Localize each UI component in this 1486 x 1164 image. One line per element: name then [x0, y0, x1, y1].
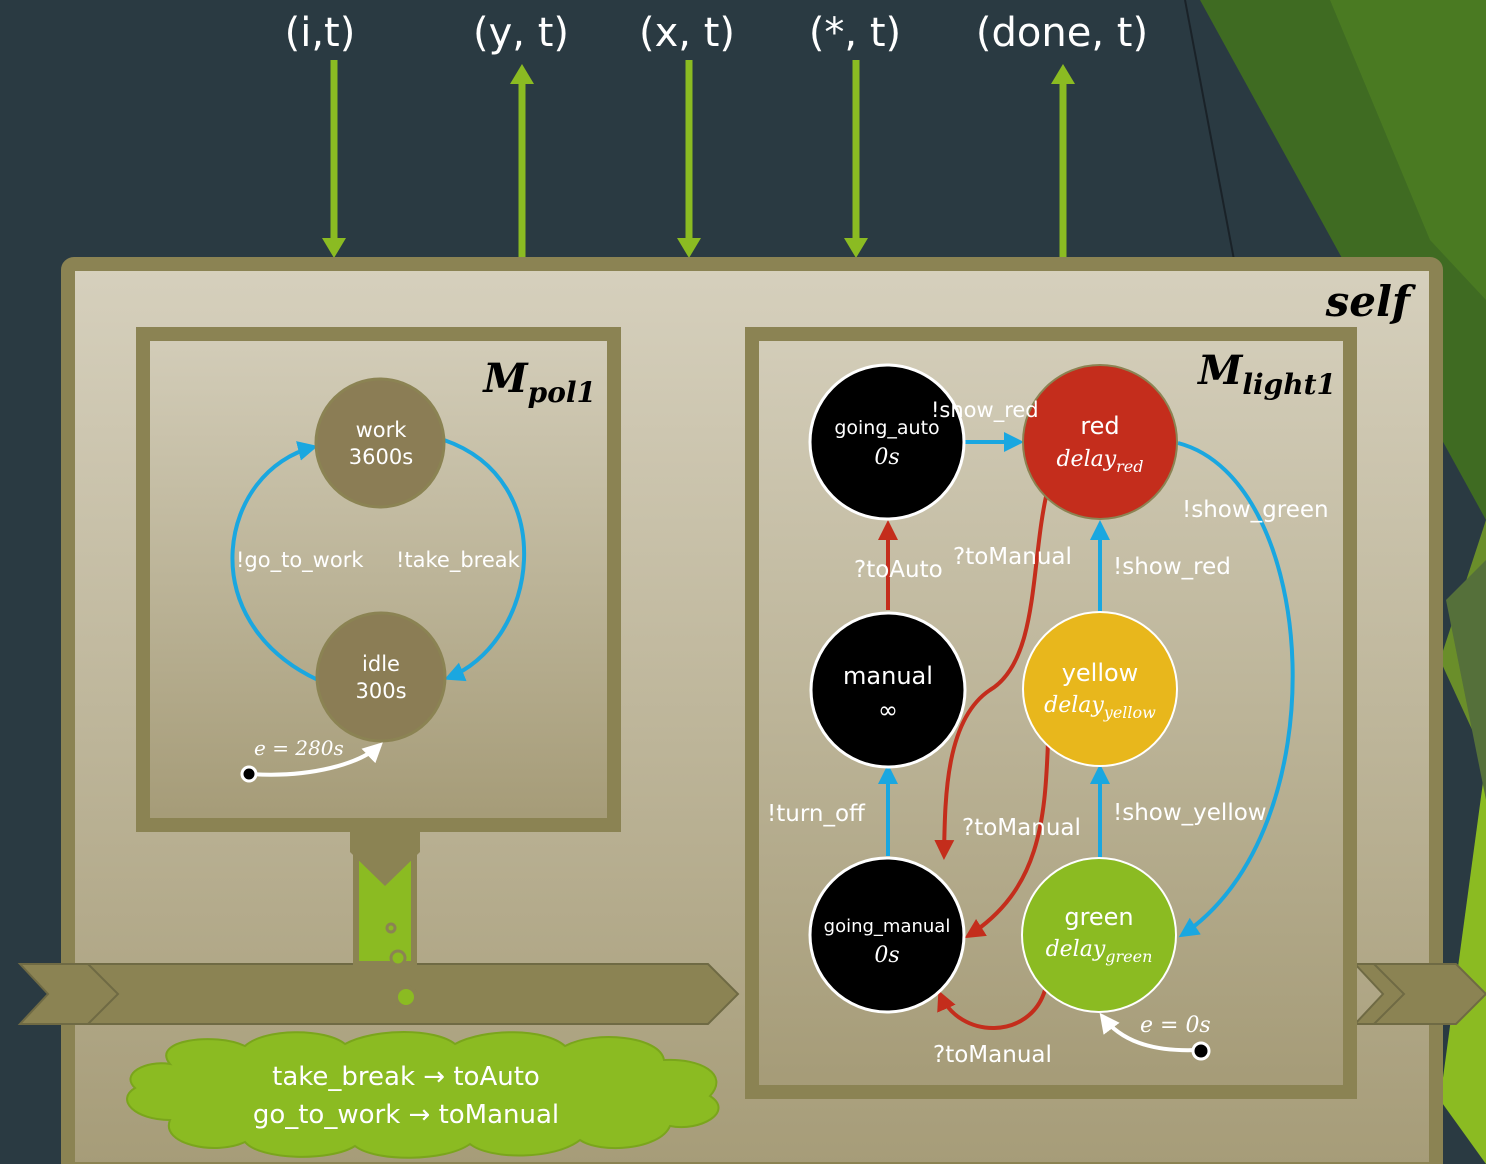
port-arrows: [322, 60, 1075, 260]
svg-text:work: work: [356, 418, 408, 442]
svg-text:300s: 300s: [355, 679, 406, 703]
state-manual: manual ∞: [809, 611, 967, 769]
label-show-green: !show_green: [1182, 497, 1329, 523]
pol-initial-arrow: [249, 742, 383, 777]
state-idle: idle 300s: [315, 611, 447, 743]
transition-green-going-manual: [937, 989, 1047, 1030]
port-label-done: (done, t): [976, 10, 1148, 56]
svg-text:idle: idle: [362, 652, 400, 676]
transition-go-to-work: [230, 441, 319, 682]
mapping-line-2: go_to_work → toManual: [253, 1100, 559, 1130]
m-pol-title: Mpol1: [481, 355, 596, 409]
pol-initial-label: e = 280s: [254, 736, 344, 760]
state-green: green delaygreen: [1021, 857, 1177, 1013]
m-light-title: Mlight1: [1196, 347, 1336, 401]
state-yellow: yellow delayyellow: [1022, 611, 1178, 767]
port-label-i: (i,t): [285, 10, 356, 56]
label-to-manual-yellow: ?toManual: [962, 815, 1081, 841]
label-take-break: !take_break: [396, 548, 521, 573]
svg-text:delayred: delayred: [1056, 447, 1143, 476]
port-label-y: (y, t): [473, 10, 569, 56]
pol-initial-dot: [240, 765, 258, 783]
state-red: red delayred: [1022, 364, 1178, 520]
light-initial-dot: [1191, 1041, 1211, 1061]
label-turn-off: !turn_off: [767, 801, 866, 827]
transition-yellow-going-manual: [964, 741, 1050, 939]
mapping-cloud: take_break → toAuto go_to_work → toManua…: [126, 1031, 720, 1159]
svg-text:going_auto: going_auto: [834, 417, 939, 439]
port-label-x: (x, t): [639, 10, 735, 56]
transition-red-going-manual: [934, 487, 1050, 860]
svg-text:0s: 0s: [874, 943, 899, 968]
transition-take-break: [443, 438, 526, 682]
light-initial-label: e = 0s: [1140, 1013, 1211, 1038]
svg-text:going_manual: going_manual: [824, 916, 951, 937]
svg-text:3600s: 3600s: [349, 445, 413, 469]
light-initial-arrow: [1099, 1012, 1199, 1053]
svg-text:∞: ∞: [878, 696, 898, 724]
self-label: self: [1325, 277, 1417, 326]
state-going-auto: going_auto 0s: [808, 363, 966, 521]
label-show-yellow: !show_yellow: [1113, 800, 1267, 826]
mapping-line-1: take_break → toAuto: [272, 1062, 540, 1092]
transition-red-green: [1177, 441, 1295, 938]
event-bus: [17, 963, 1486, 1025]
port-label-star: (*, t): [809, 10, 901, 56]
svg-text:green: green: [1064, 903, 1133, 931]
svg-text:0s: 0s: [874, 445, 899, 470]
svg-text:manual: manual: [843, 662, 933, 690]
label-show-red-yellow: !show_red: [1113, 554, 1231, 580]
svg-text:red: red: [1080, 412, 1119, 440]
label-go-to-work: !go_to_work: [236, 548, 364, 573]
label-to-manual-green: ?toManual: [933, 1042, 1052, 1068]
svg-text:delaygreen: delaygreen: [1046, 937, 1153, 966]
label-to-manual-red: ?toManual: [953, 544, 1072, 570]
svg-text:yellow: yellow: [1062, 659, 1139, 687]
label-show-red-top: !show_red: [931, 398, 1039, 423]
light-transitions: [878, 432, 1295, 1053]
state-going-manual: going_manual 0s: [808, 856, 966, 1014]
svg-text:delayyellow: delayyellow: [1044, 693, 1156, 722]
state-work: work 3600s: [314, 377, 446, 509]
label-to-auto: ?toAuto: [854, 557, 943, 583]
